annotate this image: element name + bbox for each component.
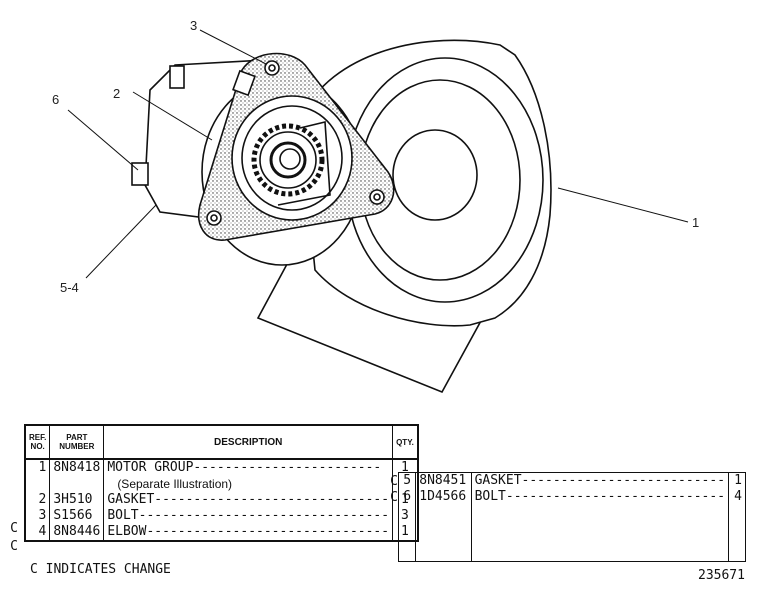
ref-cell: 6 bbox=[398, 489, 417, 505]
leader-5-4 bbox=[85, 204, 157, 279]
part-number-cell: 3H510 bbox=[49, 492, 105, 508]
header-description: DESCRIPTION bbox=[103, 425, 394, 460]
change-indicator-note: C INDICATES CHANGE bbox=[30, 562, 171, 577]
description-cell: BOLT---------------------------- bbox=[471, 489, 730, 505]
table-row: (Separate Illustration) bbox=[25, 476, 418, 492]
description-cell: MOTOR GROUP------------------------ bbox=[103, 459, 394, 476]
ref-cell: 5 bbox=[398, 472, 417, 489]
ref-cell: 2 bbox=[25, 492, 51, 508]
housing-center-hole bbox=[392, 129, 478, 221]
leader-6 bbox=[67, 109, 139, 171]
change-mark-row-3: C bbox=[10, 521, 18, 536]
header-qty: QTY. bbox=[392, 425, 418, 460]
table-row: 6 1D4566 BOLT---------------------------… bbox=[398, 489, 746, 505]
header-ref-no: REF. NO. bbox=[25, 425, 51, 460]
ref-cell bbox=[25, 476, 51, 492]
parts-table-left: REF. NO. PART NUMBER DESCRIPTION QTY. 1 … bbox=[24, 424, 419, 542]
table-filler-row bbox=[398, 505, 746, 562]
qty-cell: 1 bbox=[401, 460, 409, 475]
leader-3 bbox=[199, 29, 267, 65]
callout-3: 3 bbox=[190, 18, 198, 33]
part-number-cell: S1566 bbox=[49, 508, 105, 524]
description-cell: BOLT-------------------------------- bbox=[103, 508, 394, 524]
change-mark-row-5: C bbox=[390, 474, 398, 489]
ref-cell: 3 bbox=[25, 508, 51, 524]
callout-5-4: 5-4 bbox=[60, 280, 79, 295]
table-row: 3 S1566 BOLT----------------------------… bbox=[25, 508, 418, 524]
part-number-cell: 8N8418 bbox=[49, 459, 105, 476]
qty-cell: 1 bbox=[734, 473, 742, 488]
ref-cell: 1 bbox=[25, 459, 51, 476]
header-part-number: PART NUMBER bbox=[49, 425, 105, 460]
leader-1 bbox=[557, 187, 689, 223]
leader-2 bbox=[132, 91, 213, 141]
change-mark-row-4: C bbox=[10, 539, 18, 554]
drawing-number: 235671 bbox=[698, 568, 745, 583]
table-row: 5 8N8451 GASKET-------------------------… bbox=[398, 472, 746, 489]
description-cell: GASKET------------------------------ bbox=[103, 492, 394, 508]
part-number-cell bbox=[49, 476, 105, 492]
part-number-cell: 8N8451 bbox=[415, 472, 472, 489]
exploded-parts-illustration bbox=[67, 29, 689, 394]
callout-6: 6 bbox=[52, 92, 60, 107]
callout-1: 1 bbox=[692, 215, 700, 230]
qty-cell: 4 bbox=[734, 489, 742, 504]
parts-table-right: 5 8N8451 GASKET-------------------------… bbox=[398, 472, 746, 562]
change-mark-row-6: C bbox=[390, 490, 398, 505]
description-cell: GASKET-------------------------- bbox=[471, 472, 730, 489]
table-row: 4 8N8446 ELBOW--------------------------… bbox=[25, 524, 418, 541]
part-number-cell: 1D4566 bbox=[415, 489, 472, 505]
housing-disc bbox=[299, 39, 552, 327]
ref-cell: 4 bbox=[25, 524, 51, 541]
callout-2: 2 bbox=[113, 86, 121, 101]
description-cell: ELBOW------------------------------- bbox=[103, 524, 394, 541]
description-cell: (Separate Illustration) bbox=[103, 476, 394, 492]
part-number-cell: 8N8446 bbox=[49, 524, 105, 541]
table-row: 1 8N8418 MOTOR GROUP--------------------… bbox=[25, 459, 418, 476]
table-row: 2 3H510 GASKET--------------------------… bbox=[25, 492, 418, 508]
